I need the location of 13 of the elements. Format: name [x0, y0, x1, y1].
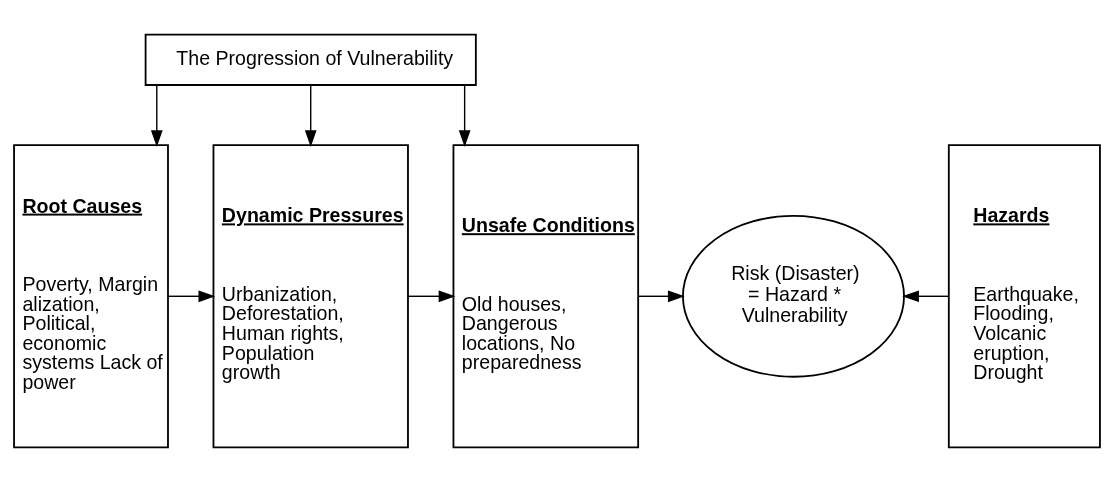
- arrow: [458, 84, 471, 147]
- node-box: Dynamic Pressures Urbanization, Deforestation, Human rights, Population growth: [212, 144, 409, 449]
- arrow: [902, 290, 950, 303]
- arrow: [407, 290, 456, 303]
- node-box: Hazards Earthquake, Flooding, Volcanic eruption, Drought: [947, 144, 1101, 449]
- node-ellipse: Risk (Disaster) = Hazard * Vulnerability: [682, 214, 905, 378]
- arrow: [304, 84, 317, 147]
- node-box: Unsafe Conditions Old houses, Dangerous locations, No preparedness: [452, 144, 640, 449]
- node-box: The Progression of Vulnerability: [144, 33, 477, 86]
- node-box: Root Causes Poverty, Marginalization, Political, economic systems Lack of power: [13, 144, 169, 449]
- arrow: [637, 290, 685, 303]
- arrow: [150, 84, 163, 147]
- arrow: [167, 290, 216, 303]
